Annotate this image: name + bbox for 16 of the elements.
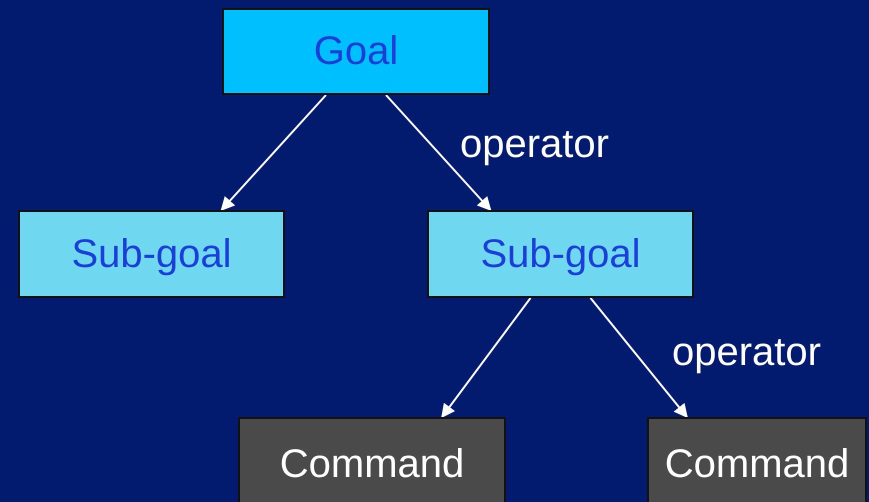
- arrow: [385, 94, 492, 212]
- box-label: Goal: [314, 29, 398, 74]
- arrow: [441, 297, 532, 418]
- process-box: [222, 8, 490, 95]
- arrow: [220, 94, 327, 212]
- edge-label: operator: [672, 330, 821, 375]
- arrow: [590, 297, 688, 418]
- process-box: [18, 210, 285, 298]
- process-box: [238, 417, 506, 502]
- box-label: Sub-goal: [480, 232, 641, 276]
- box-label: Command: [664, 442, 850, 487]
- process-box: [427, 210, 694, 298]
- box-label: Command: [280, 442, 464, 487]
- box-label: Sub-goal: [71, 232, 232, 276]
- process-box: [647, 417, 867, 502]
- edge-label: operator: [460, 122, 609, 167]
